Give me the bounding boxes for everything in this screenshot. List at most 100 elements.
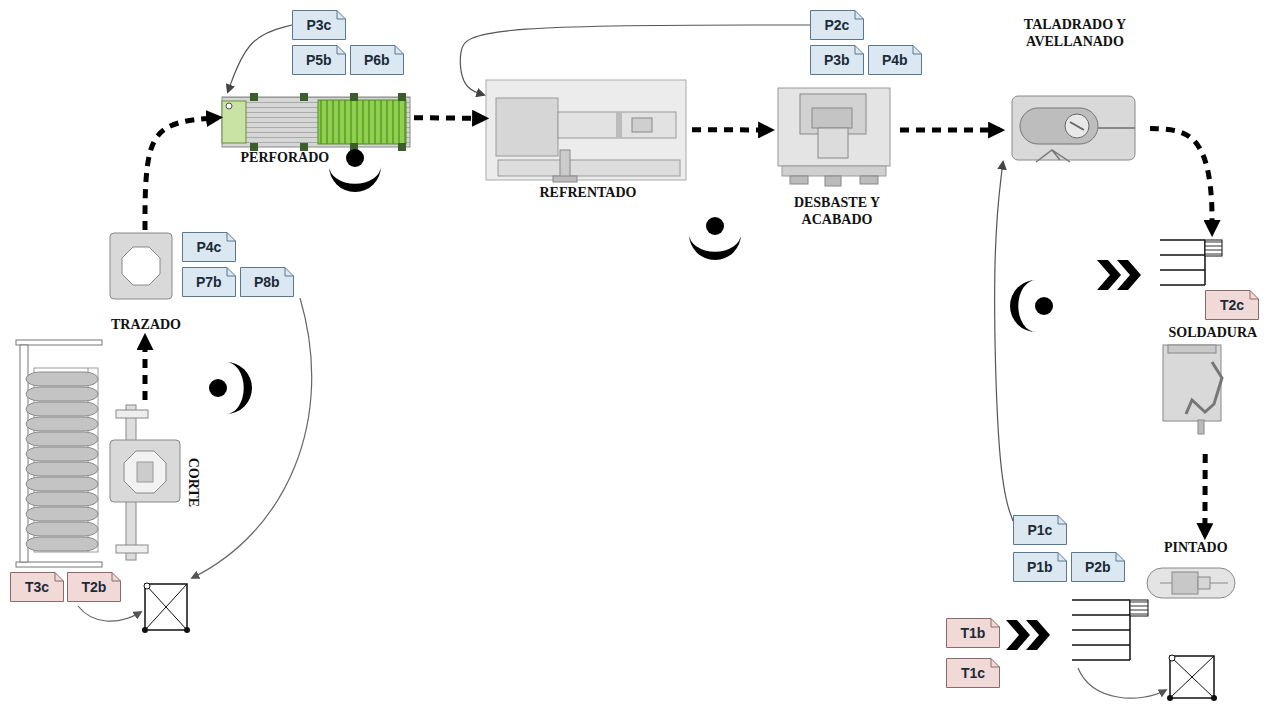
- flow-arrow: [1202, 454, 1207, 535]
- station-label: CORTE: [184, 457, 201, 506]
- tag-fold: [55, 573, 64, 582]
- tag-outline: [11, 573, 64, 602]
- roller: [26, 537, 98, 551]
- tag-fold: [1116, 553, 1125, 562]
- tag-outline: [869, 46, 922, 75]
- supply-arrow: [228, 25, 292, 92]
- tag-outline: [183, 233, 236, 262]
- machine-station: TRAZADO: [100, 230, 190, 338]
- welding-machine: [1163, 345, 1222, 434]
- tag-outline: [351, 46, 404, 75]
- flow-arrow: [900, 128, 1000, 133]
- tag-fold: [855, 46, 864, 55]
- tag-code: P8b: [254, 274, 280, 291]
- tag-code: P7b: [196, 274, 222, 291]
- machine-station: TALADRADO Y AVELLANADO: [1000, 10, 1150, 162]
- part-tag: T1c: [946, 658, 1000, 688]
- flow-chevrons: [1097, 260, 1141, 290]
- roller: [26, 402, 98, 416]
- tag-fold: [991, 619, 1000, 628]
- bin-symbol: [142, 583, 190, 633]
- operator-symbol: [1010, 280, 1053, 332]
- facing-lathe: [486, 80, 686, 182]
- part-tag: P2b: [1071, 552, 1125, 582]
- tag-outline: [947, 619, 1000, 648]
- part-tag: P2c: [810, 10, 864, 40]
- tag-code: T1c: [961, 665, 985, 682]
- material-arrow: [1078, 668, 1166, 698]
- tag-code: T2c: [1220, 297, 1244, 314]
- machine-station: PINTADO: [1140, 535, 1250, 605]
- part-tag: P1b: [1013, 552, 1067, 582]
- station-label: SOLDADURA: [1169, 325, 1258, 342]
- part-tag: T2b: [67, 572, 121, 602]
- tag-code: P6b: [364, 52, 390, 69]
- drilling-line: [222, 93, 410, 151]
- operator-symbol: [329, 149, 381, 192]
- roller: [26, 417, 98, 431]
- layout-table: [110, 233, 172, 299]
- flow-arrow: [692, 127, 770, 132]
- tag-code: T2b: [82, 579, 107, 596]
- tag-code: T3c: [25, 579, 49, 596]
- tag-fold: [1058, 516, 1067, 525]
- paint-booth: [1147, 568, 1235, 598]
- flow-arrow: [414, 115, 484, 121]
- part-tag: P6b: [350, 45, 404, 75]
- tag-code: P1c: [1028, 522, 1053, 539]
- tag-fold: [991, 659, 1000, 668]
- roller: [26, 432, 98, 446]
- operator-symbol: [209, 362, 252, 414]
- tag-outline: [1072, 553, 1125, 582]
- roller: [26, 522, 98, 536]
- tag-outline: [1206, 291, 1259, 320]
- tag-code: P2b: [1085, 559, 1111, 576]
- tag-outline: [293, 11, 346, 40]
- machine-station: DESBASTE Y ACABADO: [770, 78, 900, 238]
- part-tag: P4c: [182, 232, 236, 262]
- supply-arrow: [995, 162, 1013, 521]
- tag-fold: [337, 46, 346, 55]
- part-tag: P3b: [810, 45, 864, 75]
- tag-fold: [395, 46, 404, 55]
- tag-outline: [811, 46, 864, 75]
- operator-symbol: [689, 217, 741, 260]
- tag-code: P1b: [1027, 559, 1053, 576]
- material-arrow: [192, 298, 312, 578]
- station-label: DESBASTE Y ACABADO: [777, 195, 897, 229]
- drill-press: [1012, 96, 1135, 162]
- bin-symbol: [1167, 655, 1217, 701]
- roller-rack: [16, 340, 102, 567]
- machine-station: REFRENTADO: [484, 78, 692, 204]
- tag-fold: [227, 268, 236, 277]
- roller: [26, 447, 98, 461]
- station-label: PERFORADO: [241, 150, 330, 167]
- part-tag: P1c: [1013, 515, 1067, 545]
- roller: [26, 507, 98, 521]
- part-tag: P4b: [868, 45, 922, 75]
- storage-rack: [1072, 600, 1148, 660]
- tag-outline: [183, 268, 236, 297]
- tag-outline: [947, 659, 1000, 688]
- tag-fold: [112, 573, 121, 582]
- tag-outline: [68, 573, 121, 602]
- tag-fold: [855, 11, 864, 20]
- tag-code: P5b: [306, 52, 332, 69]
- tag-fold: [227, 233, 236, 242]
- tag-fold: [285, 268, 294, 277]
- tag-code: P3c: [307, 17, 332, 34]
- flow-arrow: [143, 338, 148, 400]
- station-label: TALADRADO Y AVELLANADO: [1011, 17, 1139, 51]
- part-tag: P7b: [182, 267, 236, 297]
- saw-machine: [110, 405, 180, 560]
- tag-outline: [1014, 516, 1067, 545]
- supply-arrow: [460, 25, 810, 95]
- roller: [26, 492, 98, 506]
- tag-outline: [811, 11, 864, 40]
- tag-fold: [1250, 291, 1259, 300]
- flow-arrow: [145, 118, 218, 230]
- machine-station: SOLDADURA: [1150, 232, 1265, 454]
- roller: [26, 387, 98, 401]
